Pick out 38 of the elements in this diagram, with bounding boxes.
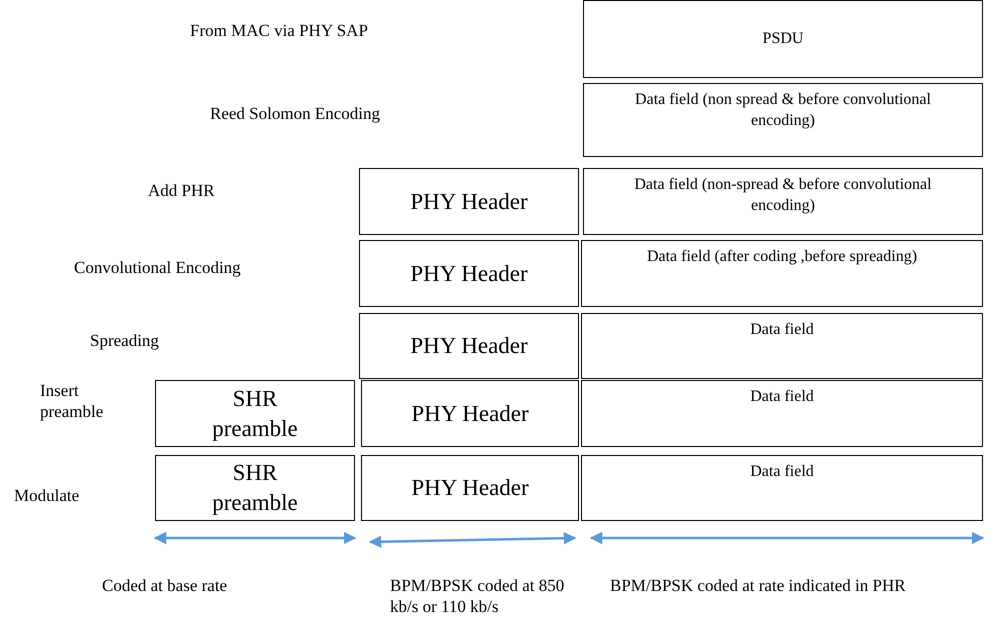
field-box [359, 168, 579, 235]
field-box [581, 380, 983, 447]
step-label: Coded at base rate [102, 575, 228, 596]
field-label: PHY Header [411, 400, 529, 428]
field-label: Data field (non-spread & before convolutional encoding) [633, 175, 933, 216]
step-label: Reed Solomon Encoding [210, 103, 381, 124]
step-label: BPM/BPSK coded at 850 kb/s or 110 kb/s [390, 575, 566, 618]
step-label: BPM/BPSK coded at rate indicated in PHR [610, 575, 907, 596]
field-box [583, 83, 983, 157]
field-box [155, 455, 355, 521]
field-box [583, 0, 983, 78]
field-label: PHY Header [410, 260, 528, 288]
field-box [581, 240, 983, 307]
field-box [361, 455, 579, 521]
field-box [581, 313, 983, 379]
field-label: Data field [750, 320, 814, 340]
field-label: PHY Header [410, 332, 528, 360]
step-label: Convolutional Encoding [74, 257, 242, 278]
field-label: Data field (after coding ,before spreading) [646, 247, 918, 267]
field-box [581, 455, 983, 521]
field-box [583, 168, 983, 235]
field-box [359, 313, 579, 379]
field-label: SHR preamble [211, 459, 299, 517]
step-label: Insert preamble [40, 380, 104, 422]
step-label: Spreading [90, 330, 160, 352]
field-label: PSDU [762, 28, 804, 49]
field-box [359, 240, 579, 307]
field-label: PHY Header [410, 188, 528, 216]
step-label: Modulate [14, 485, 80, 506]
field-label: Data field [750, 387, 814, 407]
field-label: SHR preamble [211, 384, 299, 443]
step-label: From MAC via PHY SAP [190, 20, 369, 42]
step-label: Add PHR [148, 180, 216, 202]
field-box [155, 380, 355, 447]
field-label: Data field (non spread & before convolutional encoding) [634, 90, 932, 131]
field-box [361, 380, 579, 447]
field-label: PHY Header [411, 474, 529, 502]
field-label: Data field [750, 462, 814, 482]
